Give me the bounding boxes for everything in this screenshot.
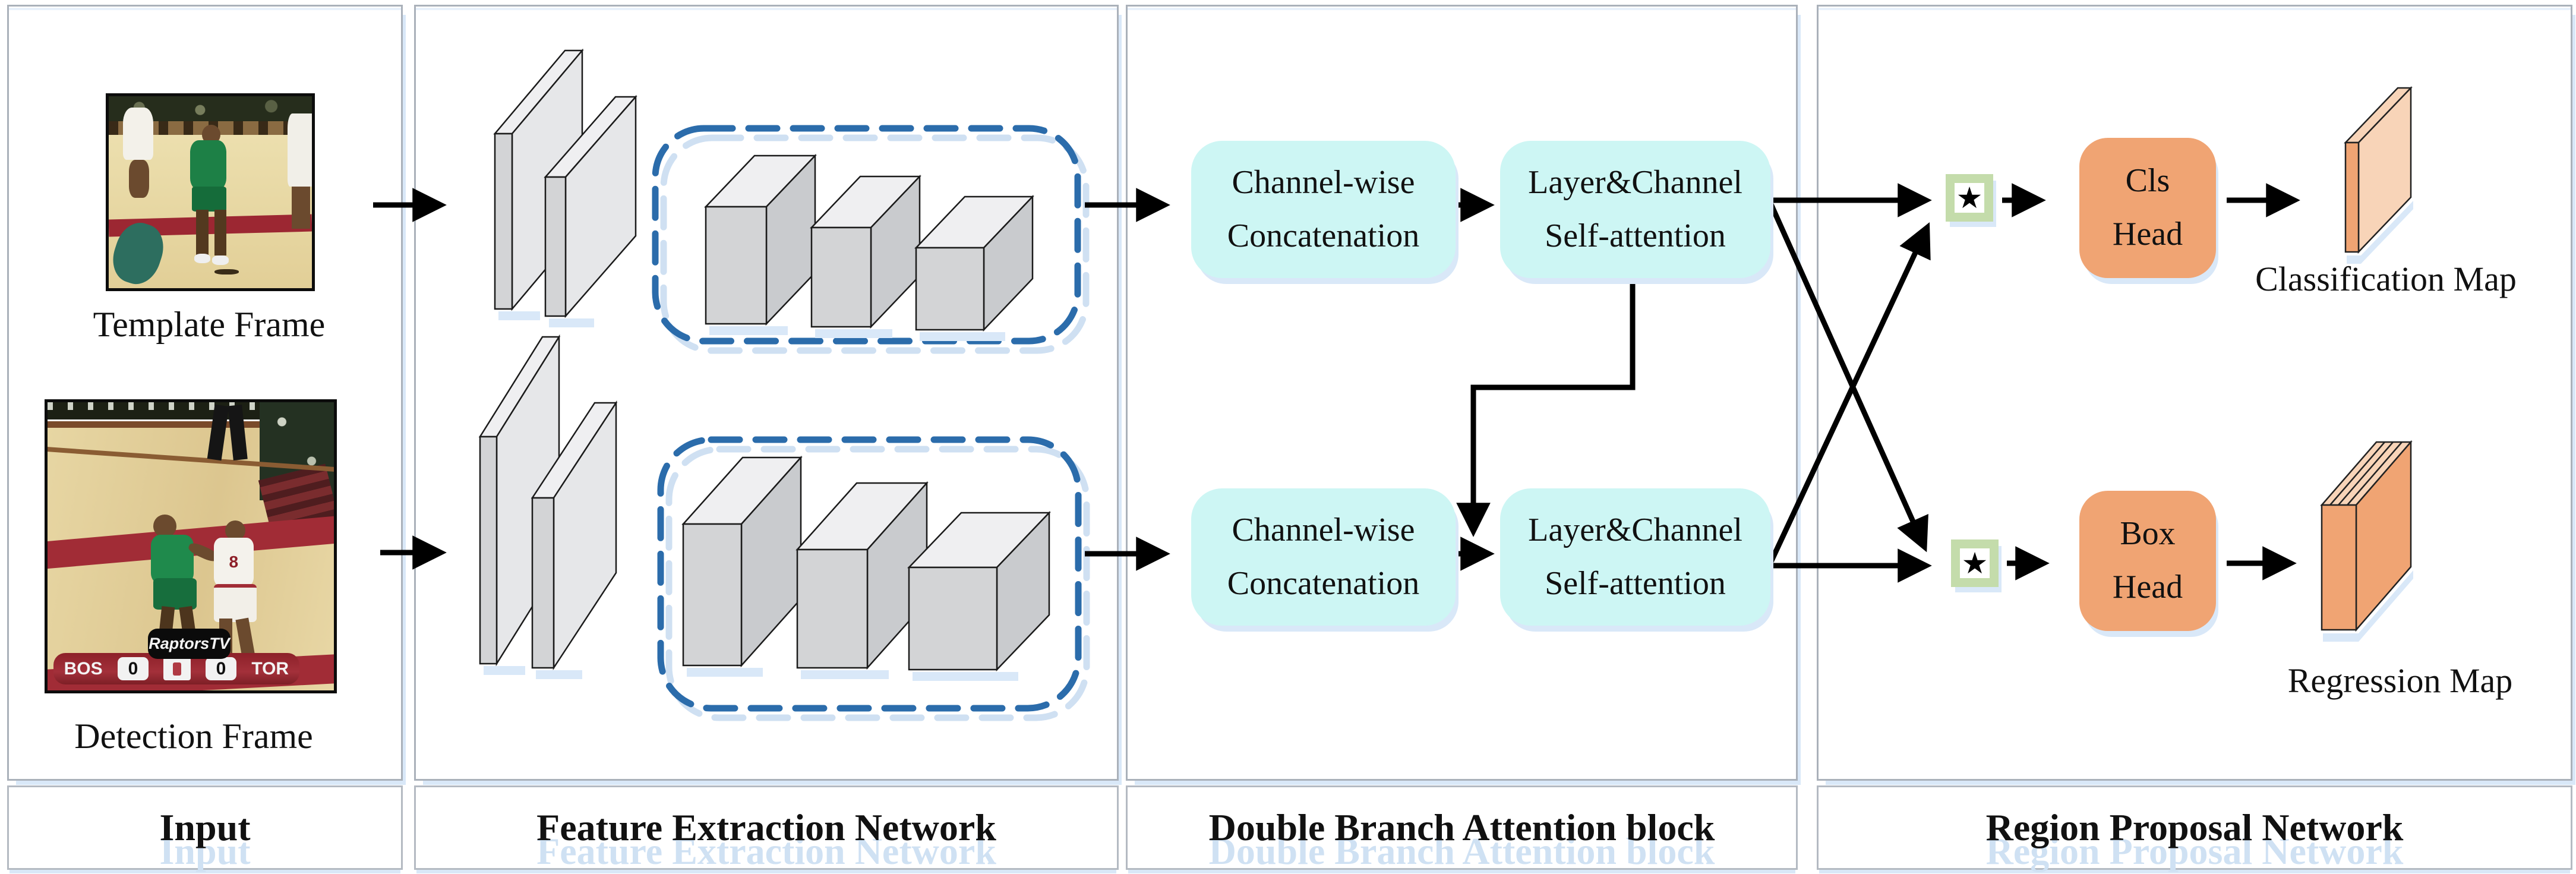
cls-head-box: Cls Head <box>2079 138 2216 278</box>
dashed-box-shadow <box>665 446 1090 721</box>
player-green-jersey <box>150 535 194 584</box>
self-attention-line1: Layer&Channel <box>1528 163 1742 201</box>
courtside-rail <box>48 421 260 428</box>
label-feature-extraction-text: Feature Extraction Network <box>536 806 996 848</box>
conv-plate <box>544 94 637 318</box>
box-head-line1: Box <box>2120 515 2176 553</box>
self-attention-line2: Self-attention <box>1545 564 1726 602</box>
detection-frame-caption: Detection Frame <box>45 716 342 757</box>
cls-head-line2: Head <box>2112 216 2183 253</box>
broadcaster-logo: RaptorsTV <box>147 628 231 659</box>
panel-rpn <box>1817 5 2572 781</box>
player-green-shorts <box>192 186 227 212</box>
multi-layer-feature-group-box <box>657 436 1082 712</box>
player-white-right-legs <box>291 186 310 229</box>
classification-map-caption-text: Classification Map <box>2255 260 2517 298</box>
label-input: Input <box>7 785 403 870</box>
feature-cuboid <box>907 510 1051 672</box>
arrow-attention-top-to-bottom <box>1456 279 1636 537</box>
template-frame-image <box>106 93 315 291</box>
self-attention-line1: Layer&Channel <box>1528 511 1742 548</box>
fen-template-branch <box>493 48 1090 354</box>
label-attention-block-text: Double Branch Attention block <box>1208 806 1715 848</box>
player-white-right <box>287 113 312 187</box>
regression-map <box>2320 440 2413 642</box>
fen-detection-branch <box>478 334 1090 721</box>
player-green-head <box>153 515 176 538</box>
scoreboard-right-score: 0 <box>206 657 236 680</box>
label-feature-extraction: Feature Extraction Network <box>414 785 1119 870</box>
channel-concat-line2: Concatenation <box>1227 564 1420 602</box>
scoreboard-left-team: BOS <box>64 658 103 679</box>
player-green-leg <box>196 209 209 256</box>
player-green-shoe <box>194 253 210 263</box>
feature-cuboid <box>704 153 817 326</box>
player-white-left-legs <box>129 159 150 198</box>
panel-attention-block <box>1126 5 1798 781</box>
self-attention-bottom-box: Layer&Channel Self-attention <box>1500 488 1770 626</box>
box-head-box: Box Head <box>2079 491 2216 631</box>
arrow-cross-top-to-box-corr <box>1766 199 1928 553</box>
label-input-text: Input <box>159 806 251 848</box>
star-icon: ★ <box>1961 547 1988 580</box>
box-correlation-star: ★ <box>1951 539 1999 587</box>
channel-concat-bottom-box: Channel-wise Concatenation <box>1191 488 1456 626</box>
floor-mark <box>214 269 239 275</box>
template-frame-caption: Template Frame <box>61 304 358 345</box>
box-head-line2: Head <box>2112 569 2183 605</box>
self-attention-top-box: Layer&Channel Self-attention <box>1500 141 1770 278</box>
player-raptors-head <box>225 520 245 541</box>
channel-concat-top-box: Channel-wise Concatenation <box>1191 141 1456 278</box>
player-green-jersey <box>190 140 227 191</box>
scoreboard-right-team: TOR <box>251 658 289 679</box>
scoreboard: BOS 0 0 TOR <box>53 652 300 685</box>
dashed-box-shadow <box>660 134 1090 354</box>
feature-cuboid <box>795 481 929 670</box>
arrow-cross-bottom-to-cls-corr <box>1766 222 1931 567</box>
regression-map-caption: Regression Map <box>2252 661 2549 701</box>
cls-correlation-star: ★ <box>1946 174 1993 222</box>
feature-cuboid <box>681 455 803 668</box>
channel-concat-line1: Channel-wise <box>1232 511 1415 548</box>
player-green-shorts <box>153 578 197 610</box>
multi-layer-feature-group-box <box>652 125 1081 345</box>
player-white-left <box>122 108 154 160</box>
scoreboard-center-logo <box>163 657 191 680</box>
player-green-leg <box>214 209 227 256</box>
classification-map <box>2344 86 2413 264</box>
player-raptors-shorts <box>213 583 257 622</box>
channel-concat-line1: Channel-wise <box>1232 163 1415 201</box>
detection-frame-image: 8 RaptorsTV BOS 0 0 TOR <box>45 399 337 693</box>
player-raptors-jersey: 8 <box>213 537 254 587</box>
classification-map-caption: Classification Map <box>2237 259 2534 299</box>
label-attention-block: Double Branch Attention block <box>1126 785 1798 870</box>
player-green-shoe <box>212 255 229 266</box>
label-rpn: Region Proposal Network <box>1817 785 2572 870</box>
nba-logo <box>172 662 181 676</box>
scoreboard-left-score: 0 <box>117 657 149 680</box>
channel-concat-line2: Concatenation <box>1227 217 1420 254</box>
feature-cuboid <box>810 174 921 329</box>
conv-plate <box>531 400 618 671</box>
cls-head-line1: Cls <box>2125 162 2170 200</box>
feature-cuboid <box>914 194 1034 332</box>
template-frame-caption-text: Template Frame <box>93 305 326 344</box>
star-icon: ★ <box>1956 181 1983 214</box>
detection-frame-caption-text: Detection Frame <box>74 717 313 756</box>
jersey-number: 8 <box>229 553 239 572</box>
regression-map-caption-text: Regression Map <box>2287 661 2513 700</box>
broadcaster-text: RaptorsTV <box>149 634 230 652</box>
connector-arrows <box>373 183 2300 583</box>
self-attention-line2: Self-attention <box>1545 217 1726 254</box>
label-rpn-text: Region Proposal Network <box>1985 806 2404 848</box>
